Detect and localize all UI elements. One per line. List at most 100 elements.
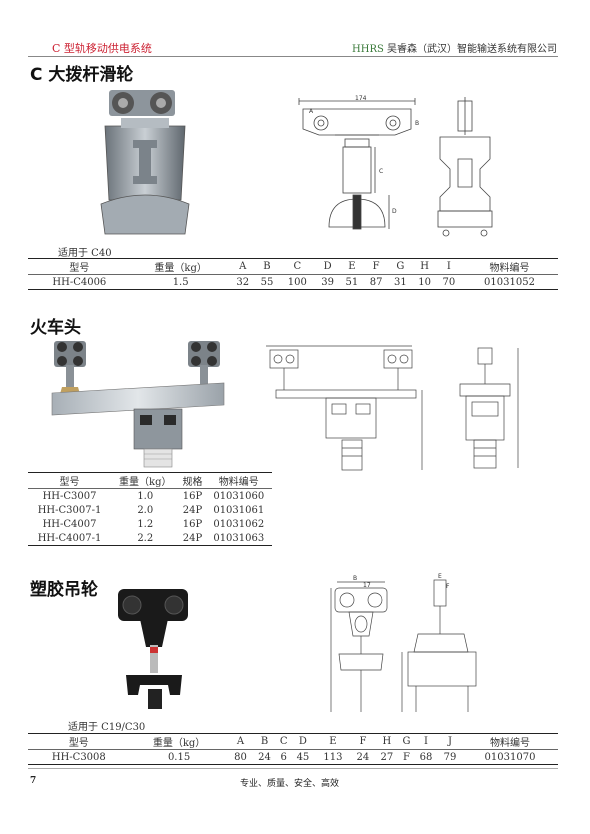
- table-header-cell: G: [388, 258, 413, 275]
- table-header-cell: I: [436, 258, 461, 275]
- table-cell: 6: [276, 749, 291, 765]
- table-cell: 51: [339, 274, 364, 290]
- table-header-cell: 规格: [179, 472, 206, 489]
- table-row: HH-C4007 1.2 16P 01031062: [28, 517, 272, 531]
- table-header-cell: H: [412, 258, 437, 275]
- product-photo-locomotive: [51, 341, 225, 468]
- header-rule: [28, 56, 558, 57]
- table-header-cell: F: [350, 733, 375, 750]
- footer-rule: [28, 768, 558, 769]
- note-applicable-3: 适用于 C19/C30: [68, 722, 146, 733]
- table-header-cell: 重量（kg）: [129, 733, 229, 750]
- table-cell: 100: [279, 274, 316, 290]
- table-header-cell: 型号: [28, 258, 131, 275]
- drawing-front-view-2: [266, 345, 423, 471]
- table-header-cell: C: [279, 258, 316, 275]
- dim-label-d: D: [392, 208, 397, 215]
- table-cell: 32: [230, 274, 255, 290]
- dim-label-e: E: [438, 573, 442, 580]
- brand-logo-text: HHRS: [352, 44, 384, 55]
- table-cell: 80: [228, 749, 253, 765]
- table-cell: 16P: [182, 518, 203, 530]
- table-header-cell: D: [290, 733, 315, 750]
- table-cell: 10: [412, 274, 437, 290]
- table-cell: 1.2: [137, 518, 154, 530]
- product-photo-plastic-hanger: [118, 589, 188, 709]
- dim-label-c: C: [379, 168, 383, 175]
- table-cell: 68: [414, 749, 438, 765]
- table-cell: 113: [314, 749, 351, 765]
- table-cell: 01031062: [213, 518, 265, 530]
- table-header-cell: H: [374, 733, 399, 750]
- table-header-cell: A: [228, 733, 253, 750]
- table-cell: 01031052: [460, 274, 558, 290]
- table-cell: 01031070: [462, 749, 558, 765]
- table-header-cell: 物料编号: [460, 258, 558, 275]
- table-header-cell: I: [414, 733, 438, 750]
- table-cell: 79: [438, 749, 462, 765]
- table-cell: 2.2: [111, 531, 180, 546]
- drawing-side-view-3: E F: [401, 573, 477, 712]
- table-header-cell: 型号: [28, 733, 130, 750]
- footer-slogan: 专业、质量、安全、高效: [240, 779, 340, 789]
- table-cell: 87: [363, 274, 389, 290]
- table-cell: 39: [315, 274, 340, 290]
- table-cell: F: [398, 749, 414, 765]
- drawing-side-view-2: [459, 347, 519, 469]
- table-cell: 01031063: [205, 531, 272, 546]
- table-header-cell: G: [398, 733, 414, 750]
- table-header-cell: B: [252, 733, 277, 750]
- table-cell: 2.0: [137, 504, 154, 516]
- table-header-cell: F: [363, 258, 389, 275]
- table-cell: 45: [290, 749, 315, 765]
- product-photo-c-trolley: [100, 90, 190, 235]
- table-cell: HH-C4007-1: [28, 531, 112, 546]
- table-header-cell: 型号: [28, 472, 112, 489]
- table-cell: 70: [436, 274, 461, 290]
- table-cell: HH-C4007: [42, 518, 97, 530]
- dim-label-17: 17: [363, 582, 371, 589]
- table-cell: 55: [254, 274, 280, 290]
- header-company: HHRS 吴睿森（武汉）智能输送系统有限公司: [352, 40, 557, 55]
- drawing-side-view-1: [437, 97, 493, 237]
- table-cell: HH-C3008: [28, 749, 130, 765]
- table-header-cell: 物料编号: [462, 733, 558, 750]
- table-cell: HH-C3007: [42, 490, 97, 502]
- table-cell: 27: [374, 749, 399, 765]
- table-cell: 0.15: [129, 749, 229, 765]
- table-header-cell: E: [314, 733, 351, 750]
- dim-label-a: A: [309, 108, 314, 115]
- table-cell: 01031061: [213, 504, 265, 516]
- dim-label-b-3: B: [353, 575, 357, 582]
- table-header-cell: D: [315, 258, 340, 275]
- table-header-cell: 重量（kg）: [130, 258, 231, 275]
- table-header-row: 型号重量（kg）规格物料编号: [28, 472, 272, 489]
- table-header-cell: 物料编号: [205, 472, 272, 489]
- page-number: 7: [30, 776, 37, 786]
- table-cell: 16P: [182, 490, 203, 502]
- table-cell: 31: [388, 274, 413, 290]
- dim-label-174: 174: [355, 95, 367, 102]
- dim-label-f: F: [446, 583, 450, 590]
- table-header-cell: C: [276, 733, 291, 750]
- section-title-1: C 大拨杆滑轮: [30, 65, 134, 85]
- table-header-cell: 重量（kg）: [111, 472, 180, 489]
- drawing-front-view-1: 174 A B C D: [298, 95, 419, 230]
- dim-label-b: B: [415, 120, 419, 127]
- table-cell: 1.5: [130, 274, 231, 290]
- table-cell: HH-C4006: [28, 274, 131, 290]
- table-cell: 24P: [182, 504, 203, 516]
- table-header-cell: J: [438, 733, 462, 750]
- drawing-front-view-3: B 17: [330, 575, 388, 712]
- header-left-title: C 型轨移动供电系统: [52, 42, 152, 55]
- table-cell: 1.0: [137, 490, 154, 502]
- table-header-cell: B: [254, 258, 280, 275]
